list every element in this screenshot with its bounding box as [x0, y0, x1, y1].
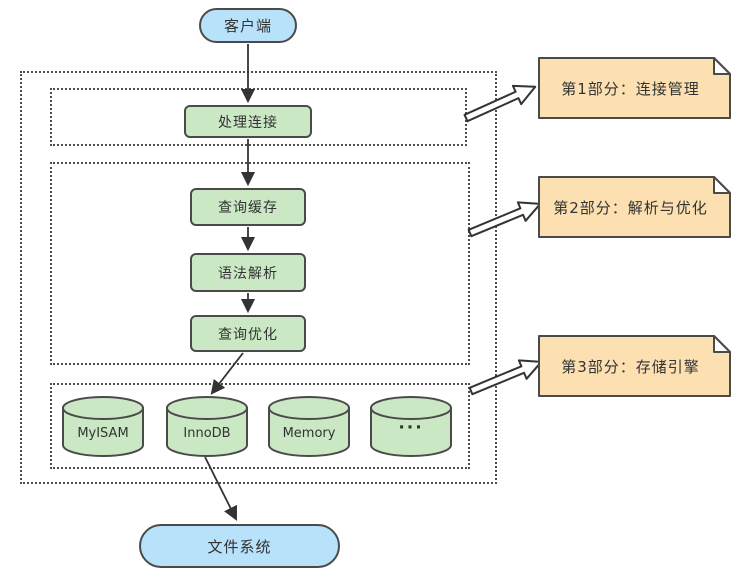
note-part1-label: 第1部分：连接管理	[561, 79, 700, 98]
cylinder-icon	[166, 396, 248, 457]
note-part2-label: 第2部分：解析与优化	[553, 198, 708, 217]
engine-memory: Memory	[268, 396, 350, 458]
node-handle-connection: 处理连接	[184, 105, 312, 138]
node-query-cache-label: 查询缓存	[218, 200, 278, 216]
note-part1: 第1部分：连接管理	[538, 57, 731, 119]
note-shape	[538, 335, 731, 397]
section-parse-optimize-box	[50, 162, 470, 365]
engine-more-label: ···	[398, 418, 424, 438]
section-storage-engine-box	[50, 383, 470, 469]
cylinder-icon	[62, 396, 144, 457]
engine-myisam: MyISAM	[62, 396, 144, 458]
node-query-cache: 查询缓存	[190, 188, 306, 226]
node-handle-connection-label: 处理连接	[218, 114, 278, 131]
engine-innodb-label: InnoDB	[183, 426, 231, 441]
server-boundary-box	[20, 71, 497, 484]
node-query-optimizer-label: 查询优化	[218, 326, 278, 343]
node-filesystem-label: 文件系统	[207, 537, 272, 556]
node-syntax-parser-label: 语法解析	[218, 265, 278, 282]
node-client-label: 客户端	[223, 17, 272, 35]
note-part2: 第2部分：解析与优化	[538, 176, 731, 238]
engine-more: ···	[370, 396, 452, 458]
engine-innodb: InnoDB	[166, 396, 248, 458]
note-shape	[538, 176, 731, 238]
engine-memory-label: Memory	[282, 426, 336, 441]
node-client: 客户端	[199, 8, 297, 43]
node-filesystem: 文件系统	[139, 524, 340, 568]
node-query-optimizer: 查询优化	[190, 315, 306, 352]
cylinder-icon	[370, 396, 452, 457]
cylinder-icon	[268, 396, 350, 457]
node-syntax-parser: 语法解析	[190, 253, 306, 292]
note-shape	[538, 57, 731, 119]
engine-myisam-label: MyISAM	[77, 426, 129, 441]
note-part3-label: 第3部分：存储引擎	[561, 357, 700, 376]
note-part3: 第3部分：存储引擎	[538, 335, 731, 397]
